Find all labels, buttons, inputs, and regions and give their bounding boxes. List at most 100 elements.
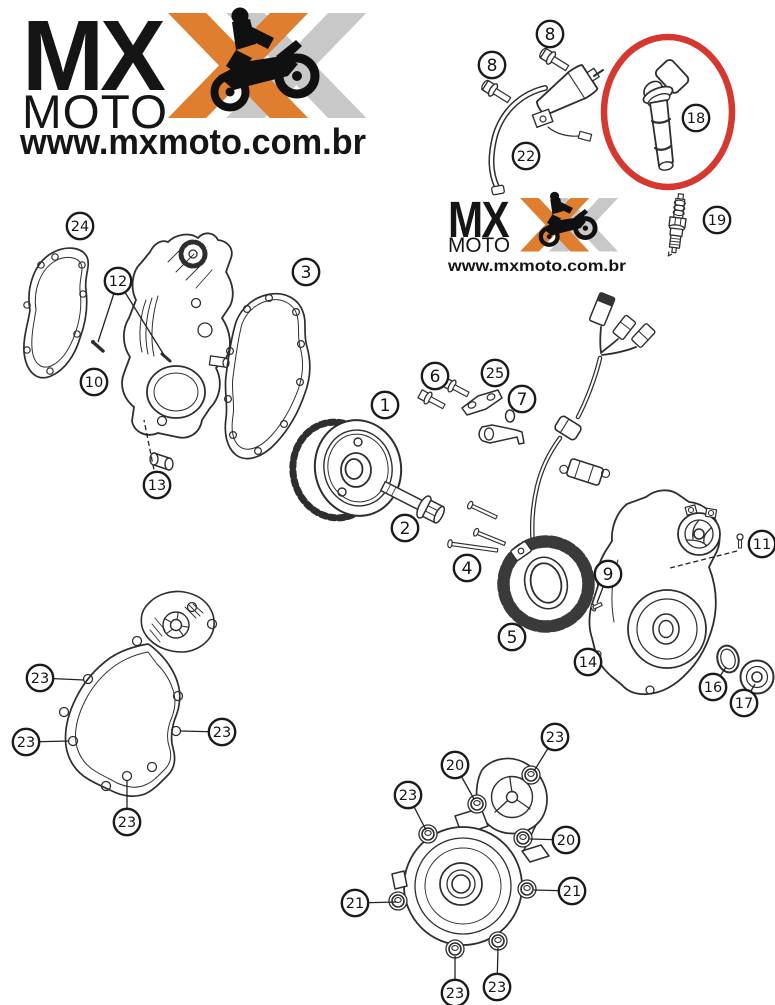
- pickup-block: [559, 458, 611, 486]
- svg-text:23: 23: [213, 725, 231, 741]
- logo2-url-text: www.mxmoto.com.br: [447, 258, 626, 275]
- logo-moto-text: MOTO: [22, 85, 168, 138]
- callout-part-23: 23: [393, 780, 423, 810]
- leader-line-part-11: [669, 550, 738, 569]
- svg-text:11: 11: [753, 537, 771, 553]
- plug-cap-18-drawing: [642, 59, 690, 171]
- callout-part-23: 23: [25, 663, 55, 693]
- svg-text:23: 23: [17, 735, 35, 751]
- callout-part-22: 22: [511, 141, 541, 171]
- svg-text:5: 5: [507, 628, 518, 648]
- callout-part-17: 17: [729, 688, 759, 718]
- bolt-2-drawing: [379, 480, 446, 524]
- o-ring-16-drawing: [716, 644, 740, 674]
- svg-text:25: 25: [486, 366, 504, 382]
- svg-text:10: 10: [85, 375, 103, 391]
- gasket-24-drawing: [23, 247, 90, 379]
- connector-plugs: [588, 292, 656, 356]
- spark-plug-19-drawing: [667, 193, 687, 257]
- leader-line-part-12: [117, 280, 165, 356]
- stud-pin: [91, 340, 172, 363]
- svg-text:21: 21: [563, 884, 581, 900]
- svg-text:18: 18: [687, 111, 705, 127]
- logo-url-text: www.mxmoto.com.br: [19, 121, 366, 162]
- callout-part-23: 23: [540, 722, 570, 752]
- logo-mx-text: MX: [22, 0, 165, 112]
- outer-cover-14-drawing: [588, 489, 744, 696]
- callout-part-1: 1: [370, 390, 400, 420]
- highlight-ring-part-18: [600, 33, 736, 191]
- svg-text:4: 4: [462, 559, 473, 579]
- screws-4-drawing: [447, 500, 507, 553]
- svg-text:23: 23: [118, 815, 136, 831]
- callout-part-4: 4: [452, 553, 482, 583]
- svg-text:8: 8: [487, 56, 498, 76]
- svg-text:7: 7: [517, 390, 528, 410]
- svg-text:22: 22: [517, 149, 535, 165]
- svg-text:16: 16: [704, 680, 722, 696]
- callout-part-23: 23: [440, 978, 470, 1005]
- callout-part-6: 6: [420, 361, 450, 391]
- svg-text:1: 1: [380, 396, 391, 416]
- callout-part-5: 5: [497, 622, 527, 652]
- logo2-moto-text: MOTO: [448, 234, 510, 257]
- ignition-coil-22-drawing: [481, 47, 604, 196]
- svg-text:6: 6: [430, 367, 441, 387]
- highlight-layer: [600, 33, 736, 191]
- svg-text:21: 21: [346, 896, 364, 912]
- svg-text:23: 23: [446, 986, 464, 1002]
- callout-part-7: 7: [507, 384, 537, 414]
- grommet: [554, 415, 582, 441]
- callout-part-8: 8: [535, 19, 565, 49]
- bracket-25-drawing: [461, 389, 503, 416]
- svg-text:3: 3: [301, 263, 312, 283]
- svg-text:17: 17: [735, 696, 753, 712]
- secondary-logo: MX MOTO www.mxmoto.com.br: [447, 191, 626, 275]
- callout-part-18: 18: [681, 103, 711, 133]
- callout-part-11: 11: [747, 529, 775, 559]
- svg-text:23: 23: [546, 730, 564, 746]
- callout-part-14: 14: [573, 647, 603, 677]
- svg-text:24: 24: [71, 219, 89, 235]
- screw-11-drawing: [736, 533, 744, 549]
- screw-9-drawing: [590, 601, 603, 612]
- stator-5-harness-drawing: [497, 292, 656, 633]
- gasket-23-bottom-left-drawing: [58, 590, 218, 797]
- inner-cover-10-drawing: [91, 232, 234, 471]
- callout-part-8: 8: [477, 50, 507, 80]
- callout-part-23: 23: [11, 727, 41, 757]
- callout-part-25: 25: [480, 358, 510, 388]
- callout-part-13: 13: [142, 470, 172, 500]
- svg-text:23: 23: [31, 671, 49, 687]
- callout-part-3: 3: [291, 257, 321, 287]
- svg-text:19: 19: [708, 213, 726, 229]
- cap-17-drawing: [739, 659, 775, 695]
- coil-wire-connector: [577, 130, 593, 142]
- cover-bolts: [388, 765, 541, 959]
- gasket-3-drawing: [224, 292, 311, 460]
- callout-part-2: 2: [390, 513, 420, 543]
- callout-part-20: 20: [440, 750, 470, 780]
- callout-part-23: 23: [207, 717, 237, 747]
- stator-tab: [510, 540, 532, 562]
- svg-text:23: 23: [488, 980, 506, 996]
- callout-part-12: 12: [103, 266, 133, 296]
- callout-part-21: 21: [557, 876, 587, 906]
- svg-text:13: 13: [148, 478, 166, 494]
- svg-text:9: 9: [603, 565, 614, 585]
- dowel-cylinder: [208, 355, 230, 369]
- svg-text:20: 20: [446, 758, 464, 774]
- primary-logo: MX MOTO www.mxmoto.com.br: [19, 0, 367, 162]
- callout-part-24: 24: [65, 211, 95, 241]
- callout-part-20: 20: [551, 825, 581, 855]
- callout-part-16: 16: [698, 672, 728, 702]
- svg-text:14: 14: [579, 655, 597, 671]
- callout-part-19: 19: [702, 205, 732, 235]
- sleeve-13-drawing: [149, 452, 174, 471]
- coil-bracket: [531, 108, 554, 129]
- lead-ferrule: [491, 184, 505, 196]
- callout-part-10: 10: [79, 367, 109, 397]
